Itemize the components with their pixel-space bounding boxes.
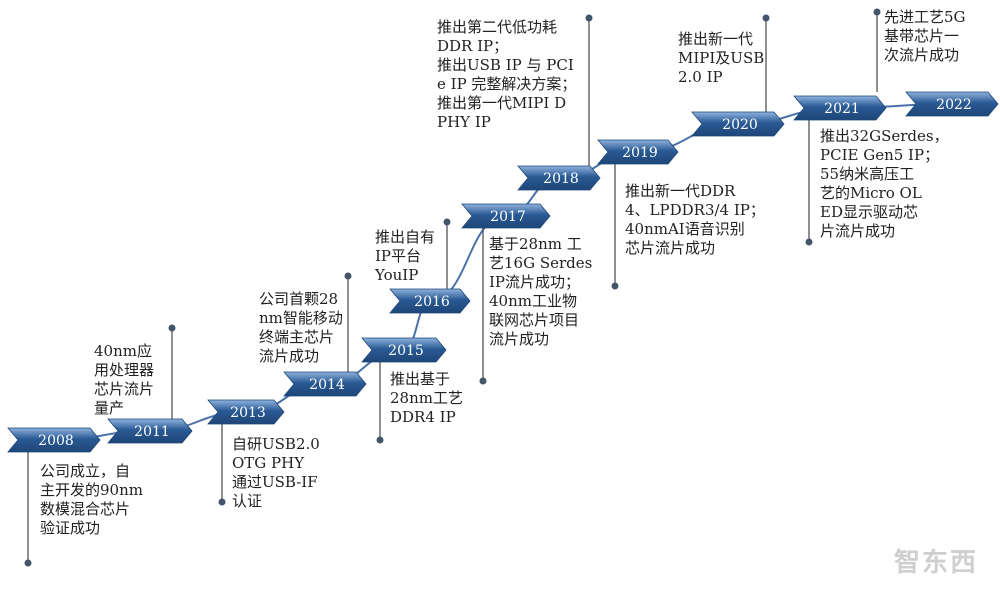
connector-dot-2015 bbox=[376, 436, 384, 444]
year-arrow-2013 bbox=[207, 399, 285, 425]
year-label-2013: 2013 bbox=[230, 405, 266, 421]
connector-dot-2016 bbox=[443, 218, 451, 226]
milestone-text-2021: 推出32GSerdes， PCIE Gen5 IP； 55纳米高压工 艺的Mic… bbox=[820, 127, 949, 240]
connector-dot-2014 bbox=[344, 272, 352, 280]
year-arrow-2011 bbox=[107, 418, 193, 444]
year-arrow-2017 bbox=[461, 203, 551, 229]
milestone-text-2013: 自研USB2.0 OTG PHY 通过USB-IF 认证 bbox=[232, 435, 320, 510]
year-arrow-2019 bbox=[597, 139, 679, 165]
milestone-text-2014: 公司首颗28 nm智能移动 终端主芯片 流片成功 bbox=[259, 290, 343, 365]
connector-dot-2018 bbox=[585, 14, 593, 22]
year-arrow-2018 bbox=[517, 165, 601, 191]
year-label-2019: 2019 bbox=[622, 145, 658, 161]
connector-dot-2017 bbox=[479, 377, 487, 385]
year-label-2021: 2021 bbox=[824, 101, 860, 117]
connector-dot-2008 bbox=[24, 559, 32, 567]
year-arrow-2016 bbox=[389, 288, 471, 314]
year-label-2015: 2015 bbox=[388, 343, 424, 359]
milestone-text-2015: 推出基于 28nm工艺 DDR4 IP bbox=[390, 370, 463, 426]
year-label-2020: 2020 bbox=[722, 117, 758, 133]
connector-dot-2019 bbox=[611, 282, 619, 290]
milestone-text-2019: 推出新一代DDR 4、LPDDR3/4 IP； 40nmAI语音识别 芯片流片成… bbox=[625, 182, 765, 257]
milestone-text-2018: 推出第二代低功耗 DDR IP； 推出USB IP 与 PCI e IP 完整解… bbox=[437, 18, 577, 131]
year-label-2022: 2022 bbox=[936, 97, 972, 113]
watermark-logo: 智东西 bbox=[893, 548, 978, 578]
milestone-text-2017: 基于28nm 工 艺16G Serdes IP流片成功； 40nm工业物 联网芯… bbox=[489, 235, 593, 348]
milestone-text-2022: 先进工艺5G 基带芯片一 次流片成功 bbox=[884, 8, 966, 64]
milestone-text-2008: 公司成立，自 主开发的90nm 数模混合芯片 验证成功 bbox=[40, 462, 143, 537]
year-arrow-2014 bbox=[283, 371, 367, 397]
year-label-2018: 2018 bbox=[543, 171, 579, 187]
year-label-2017: 2017 bbox=[490, 209, 526, 225]
year-arrow-2021 bbox=[793, 95, 887, 121]
connector-dot-2011 bbox=[168, 324, 176, 332]
year-label-2016: 2016 bbox=[414, 294, 450, 310]
connector-dot-2013 bbox=[218, 498, 226, 506]
milestone-text-2016: 推出自有 IP平台 YouIP bbox=[375, 228, 436, 284]
milestone-text-2020: 推出新一代 MIPI及USB 2.0 IP bbox=[678, 30, 765, 86]
year-label-2011: 2011 bbox=[134, 424, 170, 440]
connector-dot-2020 bbox=[762, 14, 770, 22]
year-arrow-2015 bbox=[361, 337, 447, 363]
year-label-2014: 2014 bbox=[309, 377, 345, 393]
year-label-2008: 2008 bbox=[38, 433, 74, 449]
year-arrow-2020 bbox=[691, 111, 785, 137]
connector-dot-2021 bbox=[805, 238, 813, 246]
connector-dot-2022 bbox=[873, 8, 881, 16]
milestone-text-2011: 40nm应 用处理器 芯片流片 量产 bbox=[94, 342, 155, 417]
year-arrow-2008 bbox=[7, 427, 101, 453]
year-arrow-2022 bbox=[905, 91, 999, 117]
